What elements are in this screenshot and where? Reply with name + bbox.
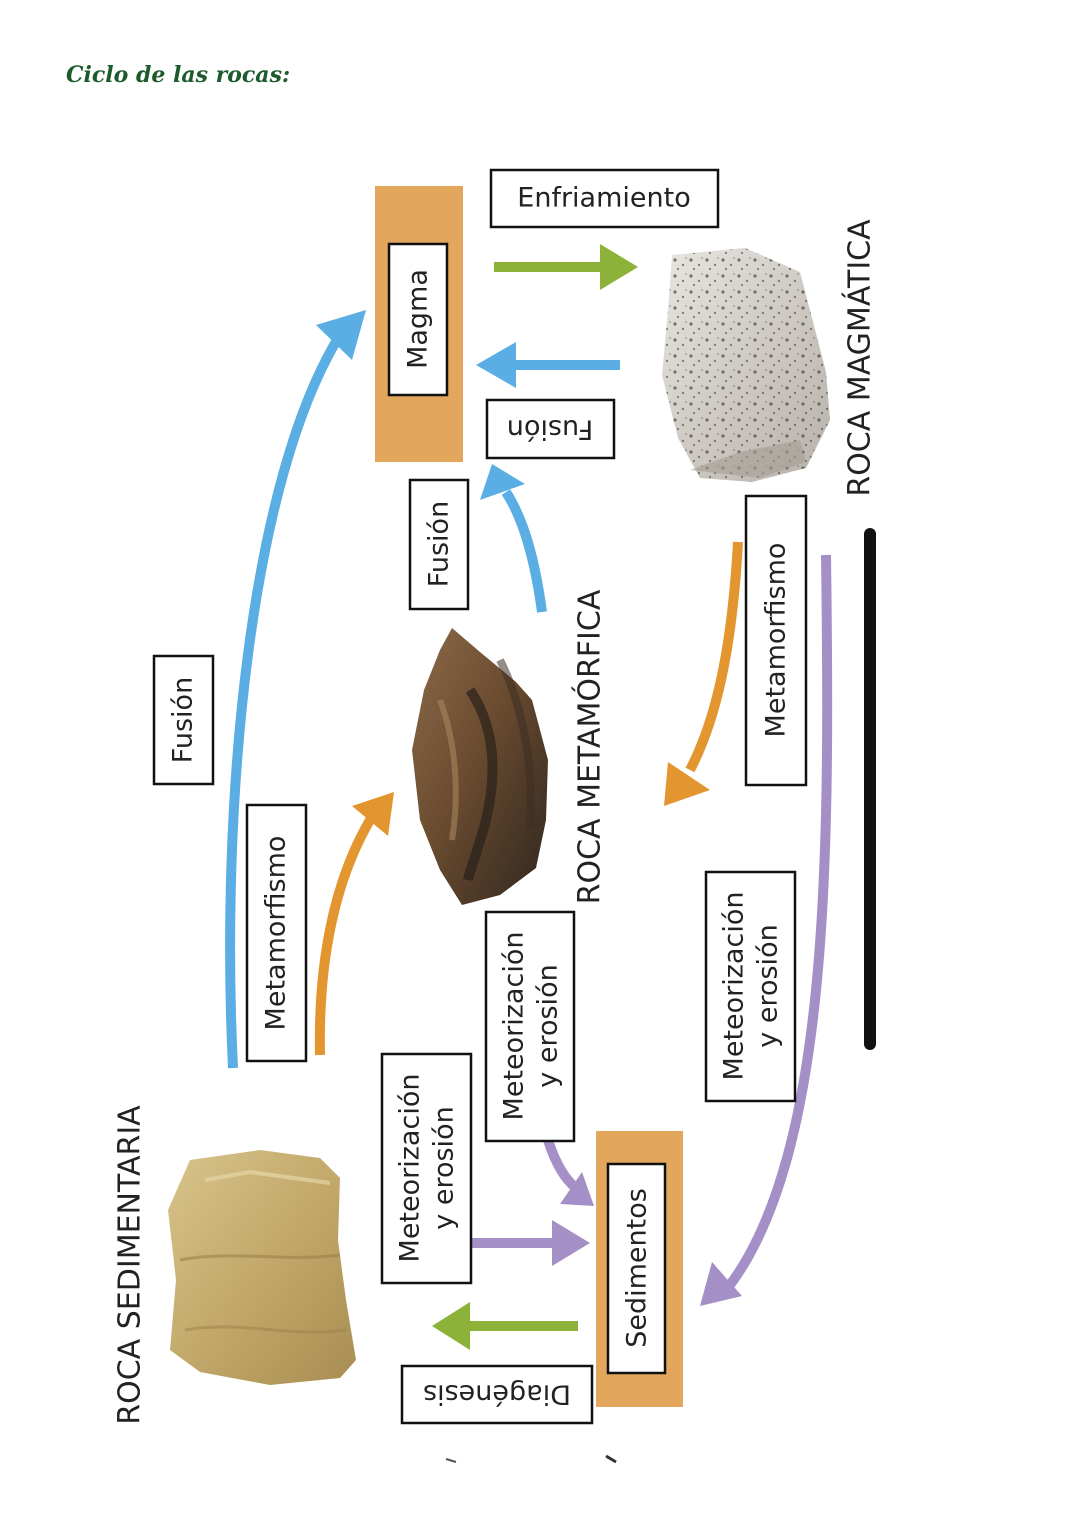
meteorizacion-left-label-box [380, 1052, 473, 1285]
sedimentos-label: Sedimentos [622, 1188, 653, 1348]
svg-text:Meteorización: Meteorización [499, 932, 530, 1121]
page-title: Ciclo de las rocas: [66, 62, 291, 88]
svg-text:y erosión: y erosión [533, 964, 564, 1087]
meteorizacion-sedimentary-arrow [472, 1220, 590, 1266]
bottom-artifact-right [605, 1454, 617, 1464]
meteorizacion-metamorphic-arrow [543, 1138, 594, 1206]
roca-magmatica-title: ROCA MAGMÁTICA [842, 219, 878, 497]
meteorizacion-right-label-box [704, 870, 797, 1103]
metamorfismo-left-label: Metamorfismo [261, 836, 292, 1031]
fusion-center-label-box [408, 478, 470, 611]
svg-text:Meteorización: Meteorización [395, 1074, 426, 1263]
bottom-artifact-left [445, 1458, 457, 1463]
svg-text:y erosión: y erosión [429, 1106, 460, 1229]
enfriamiento-label: Enfriamiento [517, 183, 690, 214]
meteorizacion-igneous-arrow [700, 554, 833, 1306]
svg-text:Meteorización: Meteorización [719, 892, 750, 1081]
metamorfismo-right-label-box [744, 494, 808, 787]
sedimentos-label-box [606, 1162, 667, 1375]
svg-text:y erosión: y erosión [753, 924, 784, 1047]
sandstone-rock-image [168, 1150, 356, 1385]
enfriamiento-label-box [489, 168, 720, 229]
metamorphic-rock-image [412, 628, 548, 905]
fusion-inverted-label: Fusión [507, 414, 593, 445]
black-vertical-bar [864, 528, 876, 1050]
fusion-left-label: Fusión [168, 677, 199, 763]
fusion-left-label-box [152, 654, 215, 786]
magma-label: Magma [403, 269, 434, 369]
meteorizacion-center-label: Meteorización y erosión [499, 932, 564, 1121]
fusion-sedimentary-arrow [225, 310, 366, 1069]
roca-sedimentaria-title: ROCA SEDIMENTARIA [113, 1105, 148, 1425]
meteorizacion-center-label-box [484, 910, 576, 1143]
diagenesis-label-box [400, 1364, 594, 1425]
diagenesis-label: Diagénesis [423, 1379, 571, 1410]
meteorizacion-right-label: Meteorización y erosión [719, 892, 784, 1081]
roca-metamorfica-title: ROCA METAMÓRFICA [571, 589, 608, 904]
fusion-center-label: Fusión [424, 501, 455, 587]
magma-label-box [387, 242, 449, 397]
metamorfismo-left-label-box [245, 803, 308, 1063]
diagenesis-arrow [432, 1302, 578, 1350]
enfriamiento-arrow [494, 244, 638, 290]
meteorizacion-left-label: Meteorización y erosión [395, 1074, 460, 1263]
metamorfismo-right-label: Metamorfismo [761, 543, 792, 738]
metamorfismo-igneous-arrow [664, 541, 743, 806]
metamorfismo-sedimentary-arrow [314, 792, 394, 1056]
fusion-igneous-arrow [476, 342, 620, 388]
granite-rock-image [662, 248, 830, 482]
fusion-inverted-label-box [485, 398, 616, 460]
fusion-metamorphic-arrow [480, 464, 547, 613]
